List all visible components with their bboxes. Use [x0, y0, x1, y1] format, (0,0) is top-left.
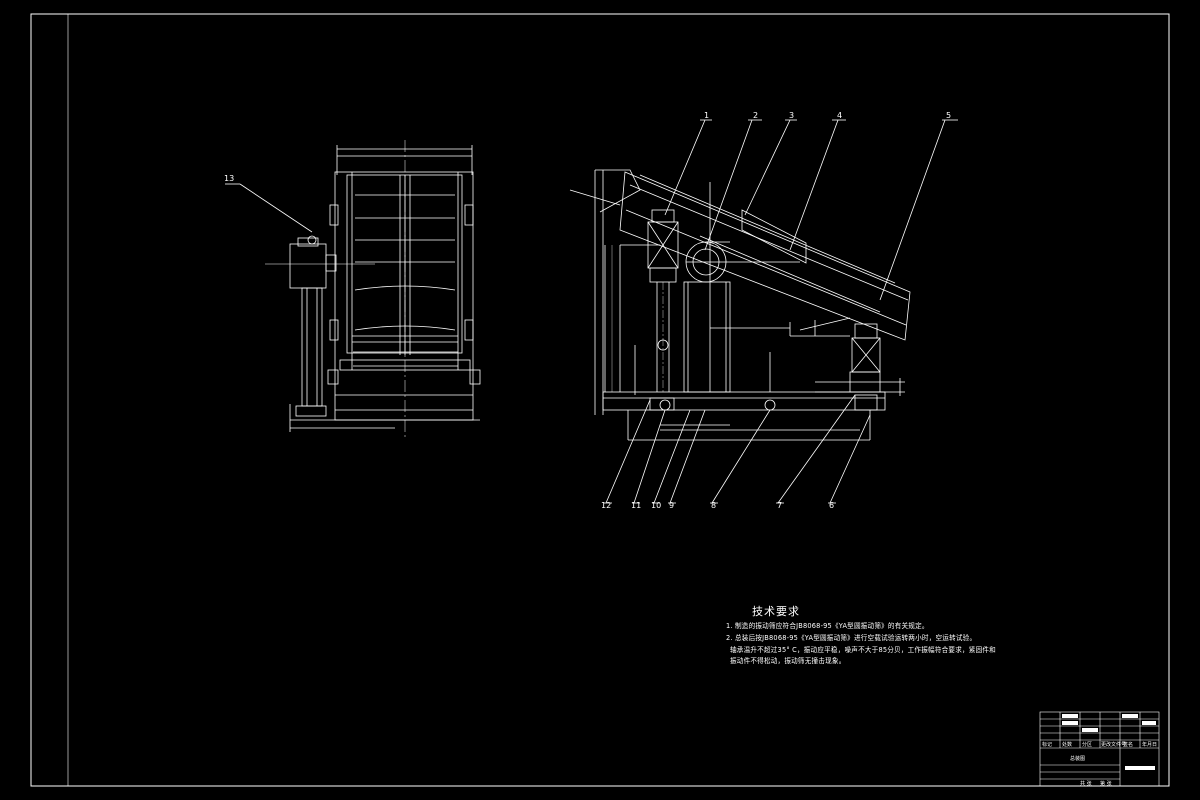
technical-requirement-line: 轴承温升不超过35° C，振动应平稳，噪声不大于85分贝，工作振幅符合要求，紧固… [730, 646, 996, 654]
tb-header-3: 更改文件号 [1101, 741, 1126, 748]
part-label-9: 9 [669, 501, 674, 510]
tb-drawing-name: 总装图 [1070, 755, 1085, 762]
part-label-8: 8 [711, 501, 716, 510]
part-label-13: 13 [224, 174, 234, 183]
tb-header-5: 年月日 [1142, 741, 1157, 748]
part-label-1: 1 [704, 111, 709, 120]
part-label-6: 6 [829, 501, 834, 510]
technical-requirement-line: 振动件不得松动，振动筛无撞击现象。 [730, 657, 846, 665]
title-block [1039, 711, 1160, 787]
technical-requirements-title: 技术要求 [752, 605, 800, 618]
tb-header-2: 分区 [1082, 741, 1092, 748]
part-label-4: 4 [837, 111, 842, 120]
tb-header-4: 签名 [1123, 741, 1133, 748]
part-label-7: 7 [777, 501, 782, 510]
part-label-12: 12 [601, 501, 611, 510]
tb-sheet-number: 第 张 [1100, 780, 1112, 787]
technical-requirement-line: 1. 制造的振动筛应符合JB8068-95《YA型圆振动筛》的有关规定。 [726, 622, 929, 630]
part-label-10: 10 [651, 501, 661, 510]
technical-requirement-line: 2. 总装后按JB8068-95《YA型圆振动筛》进行空载试验运转两小时，空运转… [726, 634, 977, 642]
tb-header-1: 处数 [1062, 741, 1072, 748]
end-view [225, 140, 481, 440]
tb-header-0: 标记 [1042, 741, 1052, 748]
part-label-2: 2 [753, 111, 758, 120]
sheet-inner-border [67, 13, 1170, 787]
tb-sheet-count: 共 张 [1080, 780, 1092, 787]
part-label-3: 3 [789, 111, 794, 120]
part-label-11: 11 [631, 501, 641, 510]
part-label-5: 5 [946, 111, 951, 120]
side-view [569, 119, 958, 504]
